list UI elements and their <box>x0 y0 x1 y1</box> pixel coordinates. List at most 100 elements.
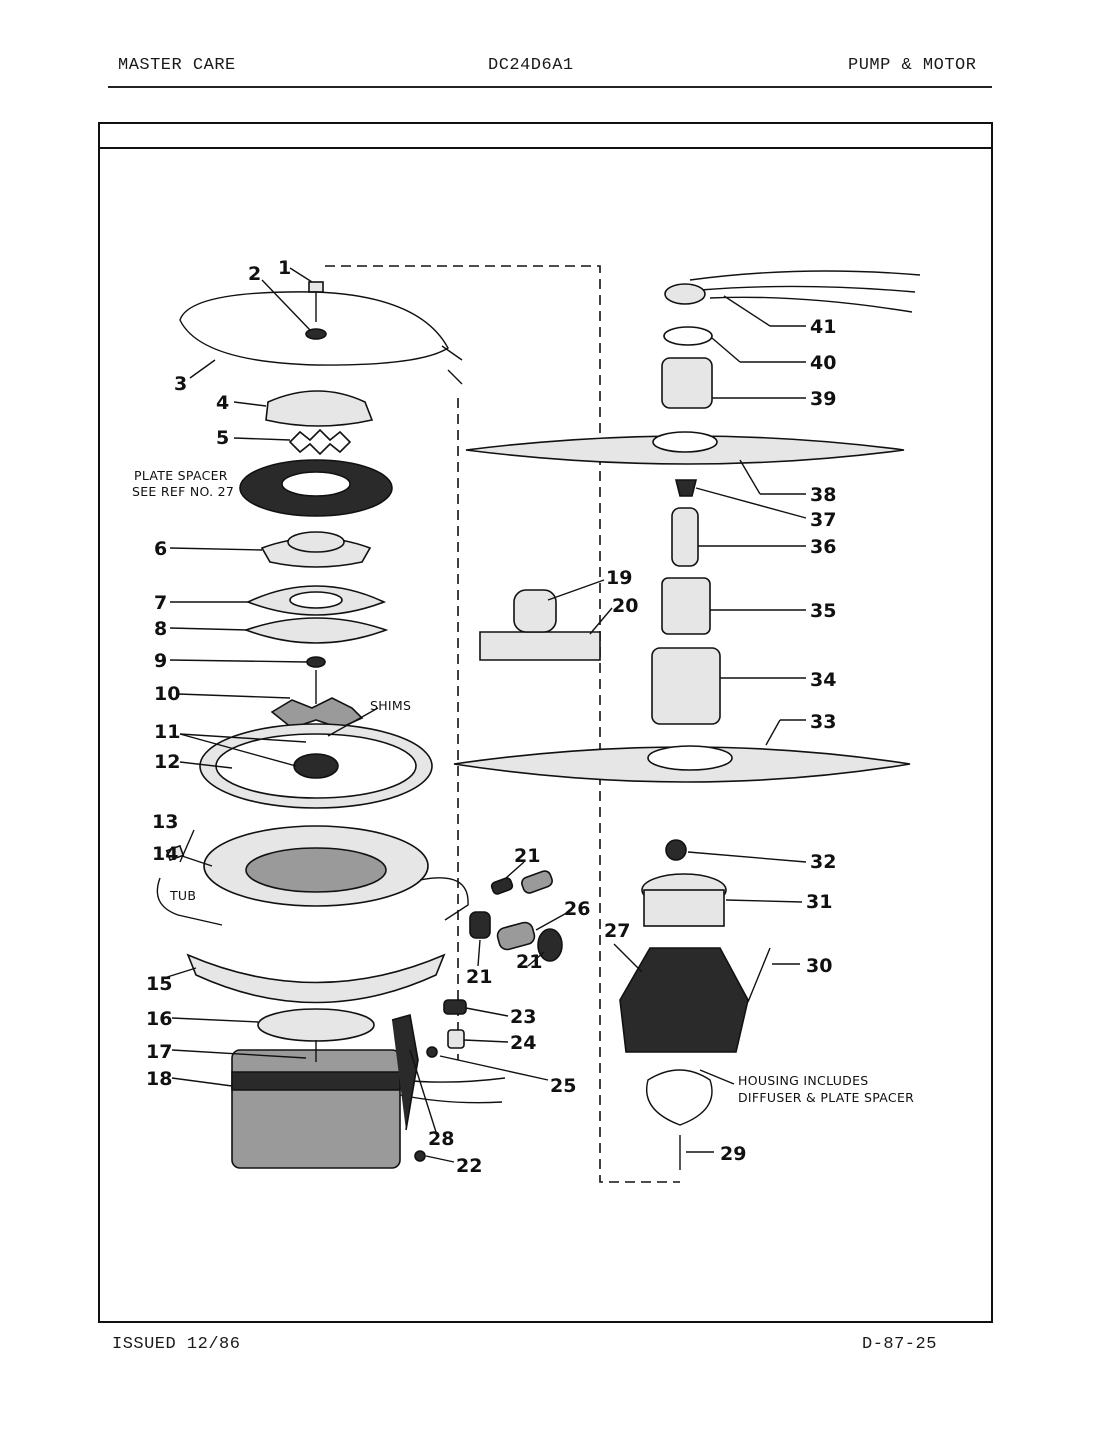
callout-5: 5 <box>216 427 229 449</box>
part-1-bolt <box>308 281 324 322</box>
part-21-clamp-c <box>537 928 563 962</box>
header-model: DC24D6A1 <box>488 56 574 75</box>
part-33-arm-hub <box>647 745 733 771</box>
callout-37: 37 <box>810 509 836 531</box>
part-20-bracket <box>479 631 601 661</box>
note-housing-line2: DIFFUSER & PLATE SPACER <box>738 1090 914 1105</box>
part-8-plate <box>243 617 389 644</box>
footer-page-code: D-87-25 <box>862 1335 937 1354</box>
note-plate-spacer-line2: SEE REF NO. 27 <box>132 484 234 499</box>
callout-31: 31 <box>806 891 832 913</box>
callout-1: 1 <box>278 257 291 279</box>
callout-10: 10 <box>154 683 180 705</box>
callout-25: 25 <box>550 1075 576 1097</box>
callout-6: 6 <box>154 538 167 560</box>
callout-26: 26 <box>564 898 590 920</box>
callout-27: 27 <box>604 920 630 942</box>
part-39-hub <box>661 357 713 409</box>
part-6-hub <box>287 531 345 553</box>
header-brand: MASTER CARE <box>118 56 236 75</box>
callout-18: 18 <box>146 1068 172 1090</box>
callout-14: 14 <box>152 843 178 865</box>
note-housing-line1: HOUSING INCLUDES <box>738 1073 869 1088</box>
part-16-slinger <box>257 1008 375 1042</box>
footer-issued: ISSUED 12/86 <box>112 1335 241 1354</box>
callout-11: 11 <box>154 721 180 743</box>
part-41-nut <box>664 283 706 305</box>
callout-17: 17 <box>146 1041 172 1063</box>
part-21-clamp-a <box>490 877 514 895</box>
callout-9: 9 <box>154 650 167 672</box>
part-12-seal <box>293 753 339 779</box>
part-38-arm-hub <box>652 431 718 453</box>
callout-20: 20 <box>612 595 638 617</box>
callout-3: 3 <box>174 373 187 395</box>
part-36-tube <box>671 507 699 567</box>
header-rule <box>108 86 992 88</box>
motor-wires <box>399 1077 506 1104</box>
part-34-tower-base <box>651 647 721 725</box>
callout-15: 15 <box>146 973 172 995</box>
callout-21-b: 21 <box>466 966 492 988</box>
callout-16: 16 <box>146 1008 172 1030</box>
part-19-bumper <box>513 589 557 633</box>
part-15-gasket <box>186 953 446 1004</box>
part-27-pump-housing <box>619 947 749 1053</box>
callout-32: 32 <box>810 851 836 873</box>
callout-7: 7 <box>154 592 167 614</box>
callout-19: 19 <box>606 567 632 589</box>
part-22-screw <box>414 1150 426 1162</box>
part-23-grommet <box>443 999 467 1015</box>
part-30-bolt <box>747 947 771 1003</box>
header-section: PUMP & MOTOR <box>848 56 977 75</box>
callout-numbers: 1 2 3 4 5 6 7 8 9 10 11 12 13 14 15 16 1… <box>146 257 836 1177</box>
part-3-hose-ends <box>441 345 463 385</box>
callout-21-c: 21 <box>516 951 542 973</box>
part-24-fitting <box>447 1029 465 1049</box>
callout-24: 24 <box>510 1032 536 1054</box>
callout-29: 29 <box>720 1143 746 1165</box>
callout-33: 33 <box>810 711 836 733</box>
part-28-bracket <box>391 1013 419 1131</box>
note-tub: TUB <box>169 888 196 903</box>
callout-40: 40 <box>810 352 836 374</box>
part-26-hose <box>496 921 536 951</box>
callout-21-a: 21 <box>514 845 540 867</box>
part-3-hose-loop <box>179 291 449 366</box>
part-4-cap <box>265 390 374 427</box>
part-41-supply-tubes <box>689 270 921 313</box>
callout-30: 30 <box>806 955 832 977</box>
callout-12: 12 <box>154 751 180 773</box>
tub-outline <box>156 877 469 926</box>
callout-34: 34 <box>810 669 836 691</box>
part-18-motor <box>231 1049 401 1169</box>
callout-2: 2 <box>248 263 261 285</box>
leader-lines <box>163 267 807 1163</box>
part-9-seal <box>306 656 326 668</box>
callout-13: 13 <box>152 811 178 833</box>
part-37-nut <box>674 479 698 497</box>
part-18-motor-band <box>231 1071 401 1091</box>
callout-22: 22 <box>456 1155 482 1177</box>
part-7-hole <box>289 591 343 609</box>
note-plate-spacer-line1: PLATE SPACER <box>134 468 228 483</box>
part-35-tower <box>661 577 711 635</box>
note-shims: SHIMS <box>370 698 411 713</box>
assembly-line-right <box>325 265 680 1183</box>
part-2-washer <box>305 328 327 340</box>
plate-spacer-hole <box>281 471 351 497</box>
part-31-body <box>643 889 725 927</box>
callout-35: 35 <box>810 600 836 622</box>
callout-41: 41 <box>810 316 836 338</box>
callout-38: 38 <box>810 484 836 506</box>
callout-28: 28 <box>428 1128 454 1150</box>
part-32-screw <box>665 839 687 861</box>
callout-36: 36 <box>810 536 836 558</box>
filter-screen <box>646 1069 713 1126</box>
part-14-inner <box>245 847 387 893</box>
diagram-frame <box>98 122 993 1323</box>
callout-23: 23 <box>510 1006 536 1028</box>
callout-4: 4 <box>216 392 229 414</box>
part-40-washer <box>663 326 713 346</box>
